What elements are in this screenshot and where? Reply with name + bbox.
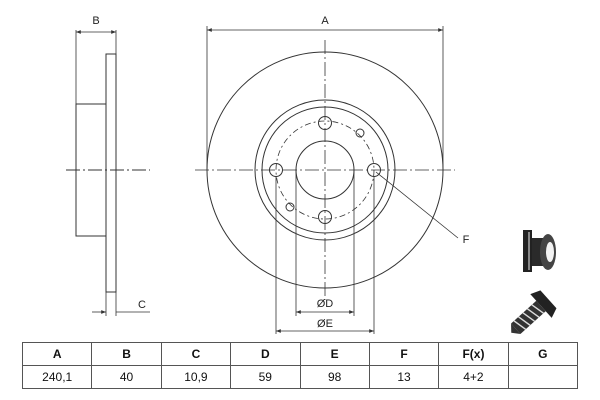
value-f: 13: [368, 365, 440, 389]
leader-f: [375, 171, 459, 239]
header-b: B: [91, 342, 162, 366]
header-d: D: [230, 342, 301, 366]
value-fx: 4+2: [438, 365, 509, 389]
header-g: G: [507, 342, 579, 366]
spec-table: A B C D E F F(x) G 240,1 40 10,9 59 98 1…: [21, 342, 579, 389]
label-b: B: [92, 15, 99, 27]
brake-disc-icon: [523, 230, 556, 272]
locating-hole: [355, 128, 365, 138]
header-fx: F(x): [438, 342, 509, 366]
side-view: [66, 30, 150, 316]
value-c: 10,9: [160, 365, 232, 389]
label-c: C: [138, 299, 146, 311]
header-f: F: [368, 342, 440, 366]
header-c: C: [160, 342, 232, 366]
value-e: 98: [299, 365, 370, 389]
front-view: [195, 26, 459, 334]
value-b: 40: [91, 365, 162, 389]
label-d: ØD: [317, 298, 334, 310]
locating-hole: [285, 202, 295, 212]
value-d: 59: [230, 365, 301, 389]
technical-drawing: B C A ØD ØE F: [66, 15, 557, 334]
label-f: F: [463, 234, 470, 246]
screw-icon: [511, 290, 557, 334]
hub-circle: [261, 106, 389, 234]
header-a: A: [21, 342, 93, 366]
spec-value-row: 240,1 40 10,9 59 98 13 4+2: [21, 365, 579, 389]
value-a: 240,1: [21, 365, 93, 389]
value-g: [507, 365, 579, 389]
label-e: ØE: [317, 318, 333, 330]
label-a: A: [321, 15, 329, 27]
header-e: E: [299, 342, 370, 366]
spec-header-row: A B C D E F F(x) G: [21, 342, 579, 366]
hub-side-profile: [105, 53, 117, 293]
